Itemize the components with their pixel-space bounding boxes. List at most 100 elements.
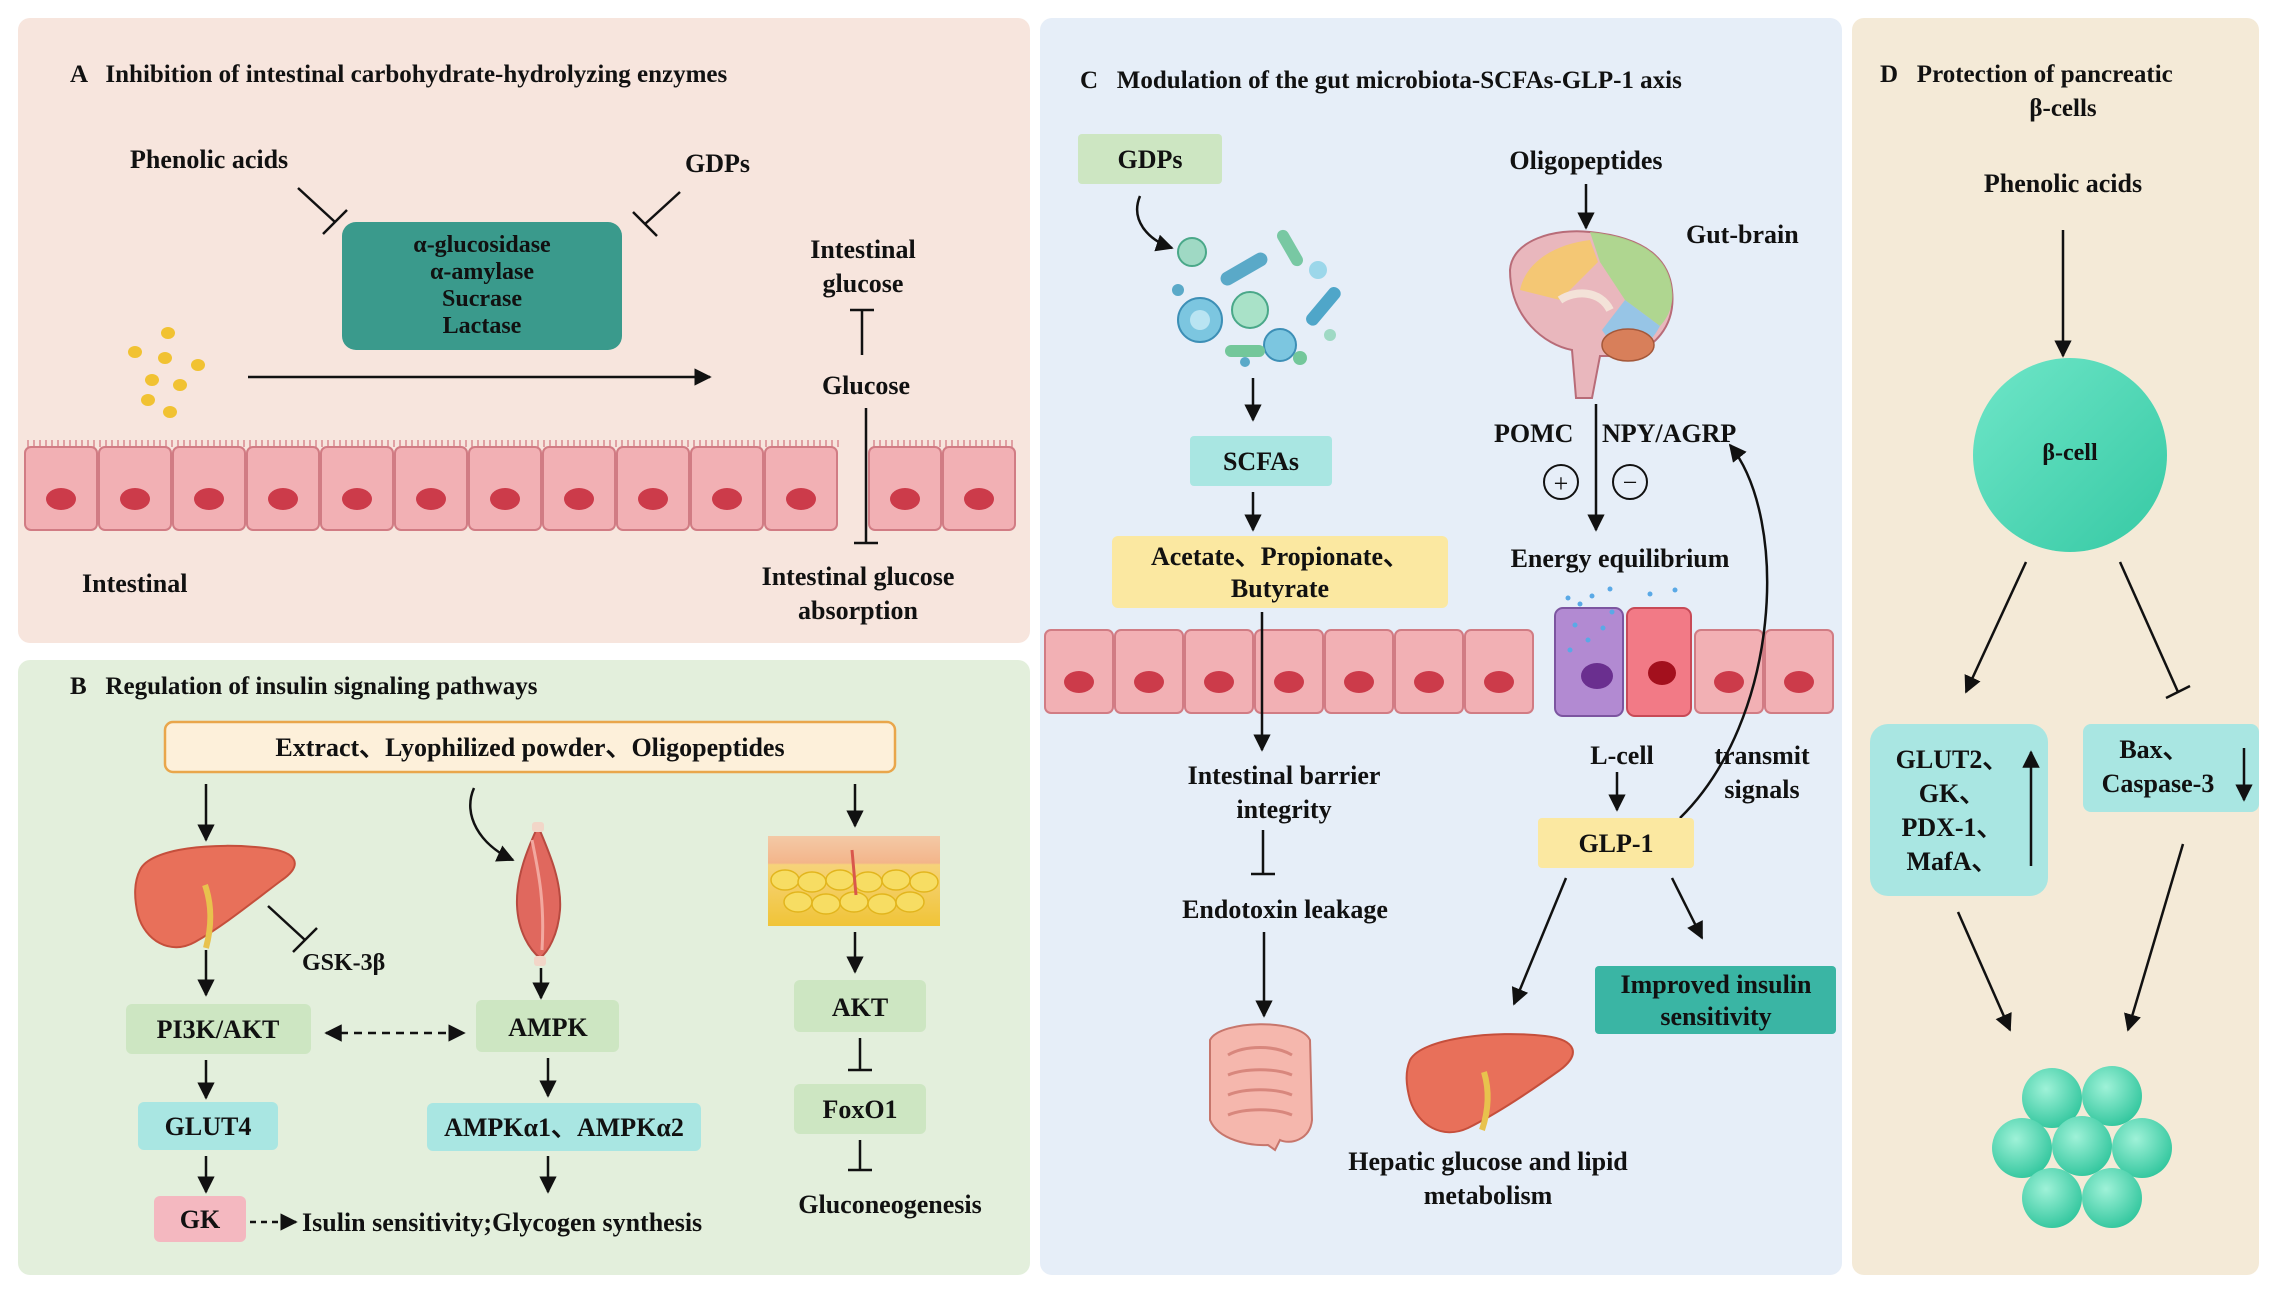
enzyme-alpha-glucosidase: α-glucosidase — [413, 232, 551, 258]
glut4-label: GLUT4 — [165, 1112, 252, 1141]
down-genes-box — [2083, 724, 2259, 812]
akt-label: AKT — [832, 993, 888, 1022]
gk-box — [154, 1196, 246, 1242]
phenolic-acids-label: Phenolic acids — [130, 145, 288, 174]
phenolic-acids-d-label: Phenolic acids — [1984, 169, 2142, 198]
intestinal-glucose-label: Intestinal — [810, 235, 915, 264]
ampk-sub-box — [427, 1103, 701, 1151]
energy-equilibrium-label: Energy equilibrium — [1511, 544, 1730, 573]
enzyme-alpha-amylase: α-amylase — [430, 259, 534, 285]
minus-circle — [1612, 464, 1648, 500]
beta-down-inhibit-bar — [2165, 684, 2191, 700]
gsk-inhibit-bar — [292, 927, 318, 953]
down-gene-caspase3: Caspase-3 — [2102, 769, 2215, 798]
villi-a — [27, 440, 1013, 447]
liver-icon-b — [134, 844, 296, 949]
arrow-to-muscle — [469, 787, 515, 862]
up-genes-box — [1870, 724, 2048, 896]
transmit-label: transmit — [1714, 741, 1810, 770]
carbohydrate-particles — [128, 327, 205, 418]
panel-a-title: A Inhibition of intestinal carbohydrate-… — [70, 61, 727, 88]
hepatic-label: Hepatic glucose and lipid — [1348, 1147, 1628, 1176]
intestinal-glucose-label-2: glucose — [823, 269, 904, 298]
transmit-label-2: signals — [1724, 775, 1799, 804]
muscle-icon — [515, 822, 562, 966]
gsk-label: GSK-3β — [302, 950, 385, 976]
gluconeogenesis-label: Gluconeogenesis — [798, 1190, 981, 1219]
absorption-label: Intestinal glucose — [762, 562, 955, 591]
npy-agrp-label: NPY/AGRP — [1602, 419, 1736, 448]
pomc-label: POMC — [1494, 419, 1573, 448]
foxo1-box — [794, 1084, 926, 1134]
barrier-label: Intestinal barrier — [1188, 761, 1381, 790]
foxo1-label: FoxO1 — [822, 1095, 897, 1124]
phenolic-inhibit-bar — [322, 209, 348, 235]
gdps-box-c — [1078, 134, 1222, 184]
intestine-icon — [1209, 1023, 1314, 1152]
enzyme-box — [342, 222, 622, 350]
enzyme-sucrase: Sucrase — [442, 286, 522, 312]
islet-cluster-icon — [1992, 1066, 2172, 1228]
panel-d-title: D Protection of pancreatic — [1880, 61, 2173, 88]
ampk-box — [476, 1000, 619, 1052]
gut-brain-label: Gut-brain — [1686, 220, 1799, 249]
arrow-gdps-microbiota — [1135, 195, 1174, 252]
barrier-label-2: integrity — [1236, 795, 1331, 824]
gdps-inhibit-bar — [632, 211, 658, 237]
gk-effect-label: Isulin sensitivity;Glycogen synthesis — [302, 1208, 702, 1237]
insulin-sensitivity-box — [1595, 966, 1836, 1034]
scfas-box — [1190, 436, 1332, 486]
pi3k-box — [126, 1004, 311, 1054]
source-box — [163, 720, 897, 774]
panel-c-title: C Modulation of the gut microbiota-SCFAs… — [1080, 67, 1682, 94]
beta-down-inhibit-line — [2118, 561, 2180, 693]
ampk-sub-label: AMPKα1、AMPKα2 — [444, 1113, 684, 1142]
arrow-glp1-insulin — [1670, 877, 1704, 940]
plus-circle — [1543, 464, 1579, 500]
gsk-inhibit-line — [267, 905, 306, 941]
absorption-label-2: absorption — [798, 596, 918, 625]
adipose-icon — [768, 836, 940, 926]
brain-icon — [1508, 230, 1674, 399]
oligopeptides-label: Oligopeptides — [1509, 146, 1662, 175]
beta-cell-circle — [1973, 358, 2167, 552]
enzyme-lactase: Lactase — [443, 313, 522, 339]
endotoxin-label: Endotoxin leakage — [1182, 895, 1388, 924]
arrow-down-genes-islet — [2124, 843, 2185, 1032]
glp1-label: GLP-1 — [1578, 829, 1653, 858]
up-gene-gk: GK、 — [1919, 779, 1985, 808]
panel-d-title-2: β-cells — [2029, 95, 2097, 122]
insulin-sensitivity-label-2: sensitivity — [1660, 1002, 1771, 1031]
l-cell-purple — [1554, 607, 1624, 717]
pi3k-label: PI3K/AKT — [157, 1015, 280, 1044]
arrow-up-genes-islet — [1956, 911, 2012, 1032]
acetate-label-2: Butyrate — [1231, 574, 1329, 603]
gut-microbiota-icon — [1172, 229, 1341, 367]
glut4-box — [138, 1102, 278, 1150]
glp1-box — [1538, 818, 1694, 868]
arrow-beta-up-genes — [1964, 561, 2028, 694]
up-gene-mafa: MafA、 — [1907, 847, 1998, 876]
phenolic-inhibit-line — [297, 187, 336, 223]
liver-icon-c — [1405, 1033, 1574, 1134]
transmit-signal-arrow — [1679, 443, 1769, 819]
source-label: Extract、Lyophilized powder、Oligopeptides — [275, 733, 784, 762]
scfas-label: SCFAs — [1223, 447, 1299, 476]
intestinal-label: Intestinal — [82, 569, 187, 598]
panel-d-bg — [1852, 18, 2259, 1275]
gdps-label-a: GDPs — [685, 149, 750, 178]
plus-sign: + — [1554, 469, 1569, 498]
up-gene-pdx1: PDX-1、 — [1901, 813, 2002, 842]
acetate-box — [1112, 536, 1448, 608]
akt-box — [794, 980, 926, 1032]
panel-b-title: B Regulation of insulin signaling pathwa… — [70, 673, 538, 700]
ampk-label: AMPK — [508, 1013, 588, 1042]
gdps-label-c: GDPs — [1118, 145, 1183, 174]
up-gene-glut2: GLUT2、 — [1896, 745, 2009, 774]
down-gene-bax: Bax、 — [2119, 735, 2188, 764]
arrow-glp1-liver — [1511, 877, 1568, 1006]
intestinal-epithelium-c — [1044, 586, 1834, 717]
beta-cell-label: β-cell — [2042, 440, 2098, 466]
insulin-sensitivity-label: Improved insulin — [1621, 970, 1813, 999]
